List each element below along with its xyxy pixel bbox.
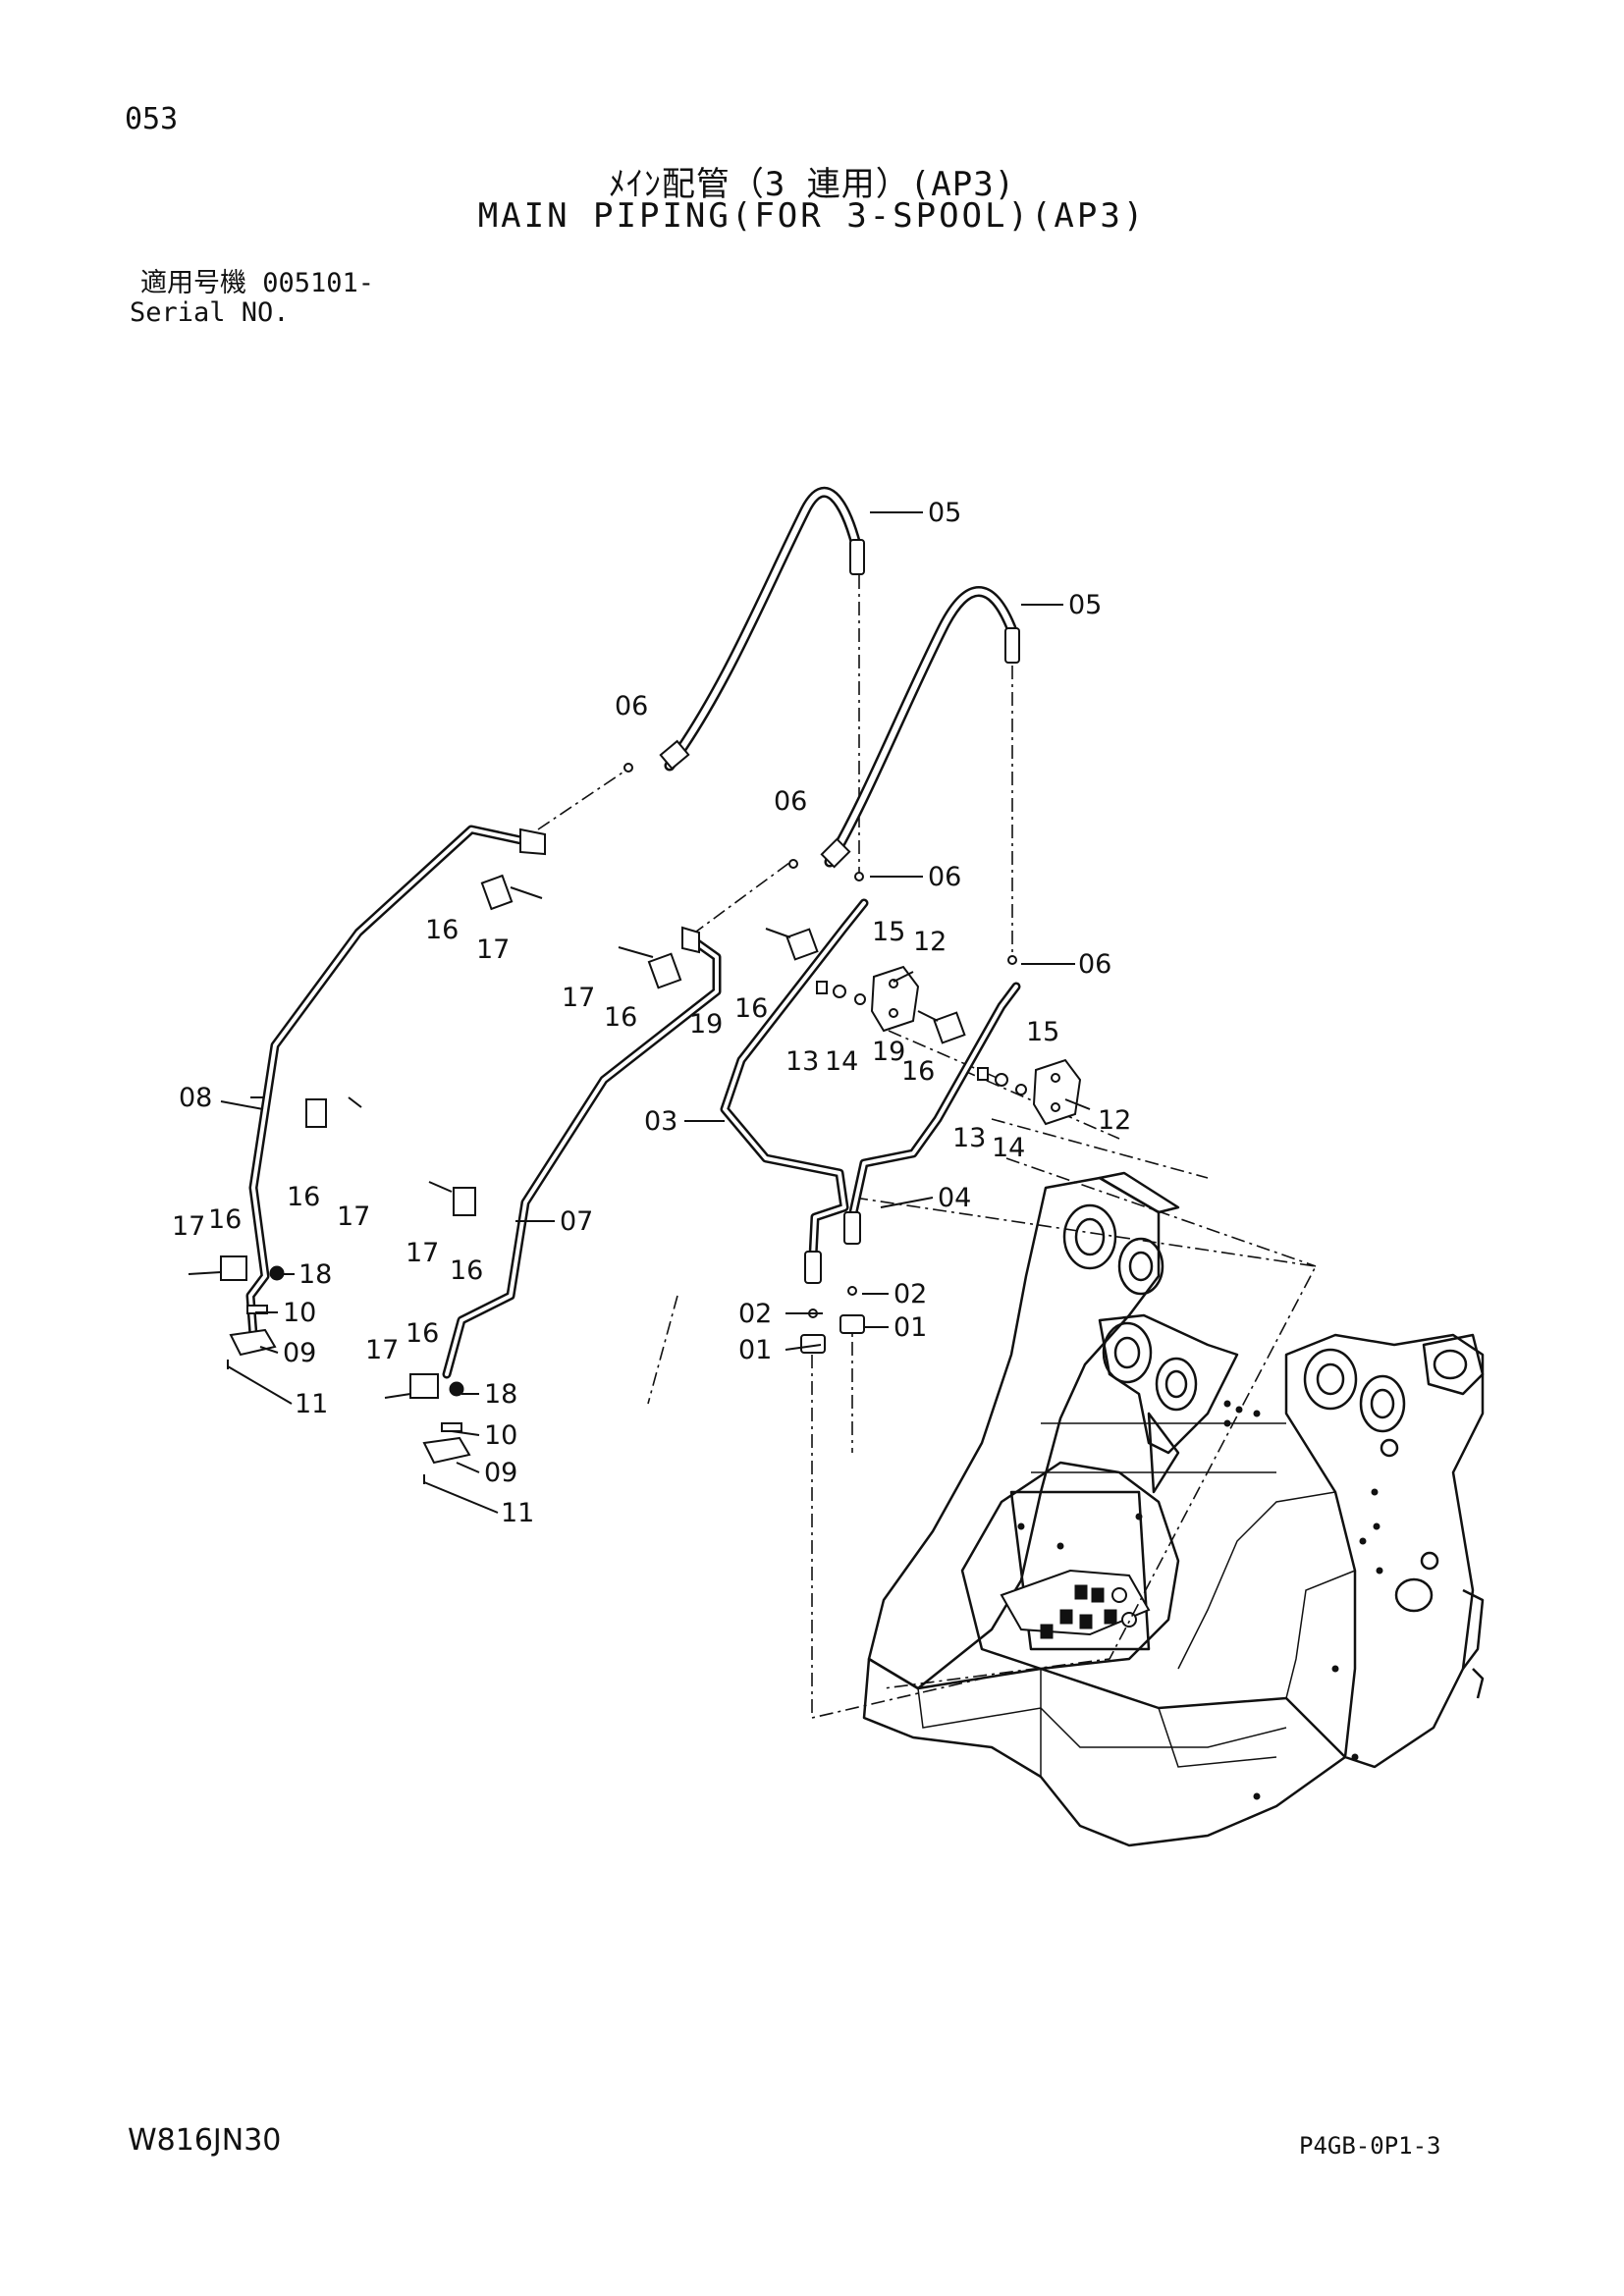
callout-16a: 16 — [425, 915, 459, 945]
callout-13b: 13 — [952, 1123, 986, 1153]
callout-09b: 09 — [484, 1458, 517, 1488]
callout-06a: 06 — [615, 691, 648, 721]
callout-16g: 16 — [208, 1204, 242, 1235]
callout-09a: 09 — [283, 1338, 316, 1368]
title-english: MAIN PIPING(FOR 3-SPOOL)(AP3) — [477, 196, 1147, 236]
callout-leaders — [220, 511, 1091, 1514]
callout-16h: 16 — [406, 1318, 439, 1349]
callout-10b: 10 — [484, 1420, 517, 1451]
callout-16f: 16 — [450, 1255, 483, 1286]
assembly-center-lines — [537, 575, 1318, 1720]
callout-14b: 14 — [992, 1133, 1025, 1163]
callout-19a: 19 — [689, 1009, 723, 1040]
callout-14a: 14 — [825, 1046, 858, 1077]
callout-11b: 11 — [501, 1498, 534, 1528]
callout-17b: 17 — [562, 983, 595, 1013]
page-number: 053 — [125, 102, 179, 136]
control-valve-block — [1000, 1569, 1151, 1639]
pipe-04 — [843, 982, 1021, 1245]
callout-19b: 19 — [872, 1037, 905, 1067]
callout-12a: 12 — [913, 927, 947, 957]
title-japanese: ﾒｲﾝ配管（3 連用）(AP3) — [608, 165, 1016, 204]
callout-01b: 01 — [893, 1312, 927, 1343]
callout-17f: 17 — [365, 1335, 399, 1365]
callout-06d: 06 — [1078, 949, 1111, 980]
callout-06b: 06 — [774, 786, 807, 817]
callout-06c: 06 — [928, 862, 961, 892]
callout-16c: 16 — [734, 993, 768, 1024]
hose-assemblies — [659, 486, 1020, 869]
callout-08: 08 — [179, 1083, 212, 1113]
callout-02b: 02 — [893, 1279, 927, 1309]
callout-11a: 11 — [295, 1389, 328, 1419]
callout-17c: 17 — [337, 1201, 370, 1232]
callout-16e: 16 — [287, 1182, 320, 1212]
loader-front-frame — [862, 1171, 1485, 1847]
serial-applicability-jp: 適用号機 005101- — [140, 268, 375, 298]
callout-labels: 05 05 06 06 06 06 16 17 17 16 19 16 15 1… — [172, 498, 1131, 1528]
callout-13a: 13 — [785, 1046, 819, 1077]
callout-04: 04 — [938, 1183, 971, 1213]
callout-03: 03 — [644, 1106, 677, 1137]
callout-05b: 05 — [1068, 590, 1102, 620]
callout-18a: 18 — [298, 1259, 332, 1290]
pipe-08 — [245, 825, 546, 1340]
callout-15a: 15 — [872, 917, 905, 947]
callout-16d: 16 — [901, 1056, 935, 1087]
model-code: W816JN30 — [128, 2123, 282, 2158]
pipe-07 — [442, 926, 722, 1379]
callout-07: 07 — [560, 1206, 593, 1237]
callout-02a: 02 — [738, 1299, 772, 1329]
serial-label-en: Serial NO. — [130, 297, 290, 328]
callout-01a: 01 — [738, 1335, 772, 1365]
small-parts — [188, 763, 1082, 1484]
callout-17e: 17 — [172, 1211, 205, 1242]
callout-12b: 12 — [1098, 1105, 1131, 1136]
callout-17a: 17 — [476, 934, 510, 965]
callout-05a: 05 — [928, 498, 961, 528]
pipe-03 — [720, 898, 869, 1284]
callout-10a: 10 — [283, 1298, 316, 1328]
callout-17d: 17 — [406, 1238, 439, 1268]
callout-15b: 15 — [1026, 1017, 1059, 1047]
document-code: P4GB-0P1-3 — [1299, 2132, 1441, 2160]
callout-16b: 16 — [604, 1002, 637, 1033]
callout-18b: 18 — [484, 1379, 517, 1410]
